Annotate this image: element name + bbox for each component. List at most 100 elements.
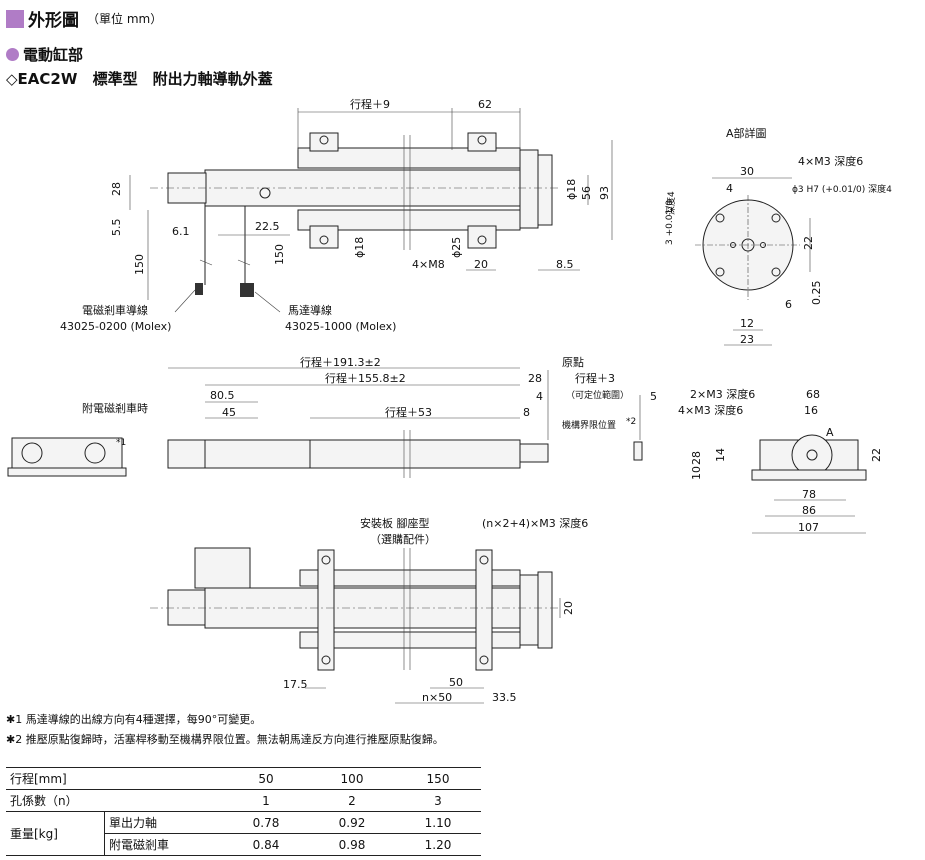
dim-phi25: ϕ25	[450, 237, 463, 258]
cell: 0.98	[309, 833, 395, 856]
bottom-n50: n×50	[422, 691, 452, 704]
end-28: 28	[690, 451, 703, 465]
table-row: 孔係數（n） 1 2 3	[6, 789, 481, 812]
bottom-50: 50	[449, 676, 463, 689]
cell: 3	[395, 789, 481, 812]
dim-62: 62	[478, 98, 492, 111]
model-code: ◇EAC2W	[6, 70, 78, 88]
detail-depth4: 深度4	[665, 191, 677, 215]
dim-56: 56	[580, 186, 593, 200]
dim-45: 45	[222, 406, 236, 419]
holes-label: (n×2+4)×M3 深度6	[482, 516, 588, 530]
detail-12: 12	[740, 317, 754, 330]
end-68: 68	[806, 388, 820, 401]
end-A: A	[826, 426, 834, 439]
note-1-mark: ✱1	[6, 713, 23, 726]
top-flange	[537, 154, 553, 226]
section-dot-icon	[6, 48, 19, 61]
dim-20: 20	[474, 258, 488, 271]
plate-label: 安裝板 腳座型	[360, 516, 430, 530]
brake-cable-label: 電磁剎車導線	[82, 303, 148, 317]
row-label: 孔係數（n）	[6, 789, 223, 812]
bottom-view: 安裝板 腳座型 （選購配件） (n×2+4)×M3 深度6 20 17.5 50…	[150, 516, 588, 704]
dim-phi18-right: ϕ18	[565, 179, 578, 200]
side-motor	[204, 439, 311, 469]
note-2: ✱2 推壓原點復歸時，活塞桿移動至機構界限位置。無法朝馬達反方向進行推壓原點復歸…	[6, 731, 444, 747]
dim-6.1: 6.1	[172, 225, 190, 238]
dim-150-right: 150	[273, 244, 286, 265]
cell: 2	[309, 789, 395, 812]
dim-5-mid: 5	[650, 390, 657, 403]
note-2-text: 推壓原點復歸時，活塞桿移動至機構界限位置。無法朝馬達反方向進行推壓原點復歸。	[25, 733, 444, 746]
motor-cable-part: 43025-1000 (Molex)	[285, 320, 396, 333]
dim-80.5: 80.5	[210, 389, 235, 402]
section-label: 電動缸部	[23, 46, 84, 64]
detail-4: 4	[726, 182, 733, 195]
detail-title: A部詳圖	[726, 126, 767, 140]
table-header-row: 行程[mm] 50 100 150	[6, 767, 481, 790]
end-view: 2×M3 深度6 4×M3 深度6 68 16 A 10 28 14 22 78…	[678, 387, 883, 534]
cell: 1	[223, 789, 309, 812]
origin-label: 原點	[562, 356, 584, 369]
dim-28-mid: 28	[528, 372, 542, 385]
detail-0.25: 0.25	[810, 281, 823, 306]
side-view: 行程＋191.3±2 行程＋155.8±2 原點 28 行程＋3 （可定位範圍）…	[7, 356, 657, 478]
page-title: 外形圖 （單位 mm）	[6, 6, 162, 31]
dim-4-mid: 4	[536, 390, 543, 403]
detail-tol: 3 +0.01/0	[665, 200, 675, 245]
detail-23: 23	[740, 333, 754, 346]
detail-m3: 4×M3 深度6	[798, 154, 863, 168]
dimension-drawing: 行程＋9 62 28 5.5 150 6.1 22.5 150 ϕ18 ϕ18 …	[7, 98, 892, 704]
header-cell-stroke: 行程[mm]	[6, 767, 223, 790]
dim-28: 28	[110, 182, 123, 196]
end-78: 78	[802, 488, 816, 501]
brake-option-label: 附電磁剎車時	[82, 401, 148, 415]
title-text: 外形圖	[28, 11, 79, 31]
cell: 1.20	[395, 833, 481, 856]
star1-mark: *1	[116, 438, 126, 448]
dim-22.5: 22.5	[255, 220, 280, 233]
limit-label: 機構界限位置	[562, 419, 616, 431]
row-sublabel: 單出力軸	[104, 811, 223, 834]
model-desc: 標準型 附出力軸導軌外蓋	[92, 70, 273, 88]
bottom-17.5: 17.5	[283, 678, 308, 691]
spec-table: 行程[mm] 50 100 150 孔係數（n） 1 2 3 重量[kg] 單出…	[6, 767, 481, 856]
dim-stroke155: 行程＋155.8±2	[325, 372, 406, 385]
end-107: 107	[798, 521, 819, 534]
end-22: 22	[870, 448, 883, 462]
cell: 0.84	[223, 833, 309, 856]
plate-right	[475, 549, 493, 671]
table-row: 重量[kg] 單出力軸 0.78 0.92 1.10	[6, 811, 481, 856]
motor-cable-label: 馬達導線	[288, 303, 332, 317]
section-heading: 電動缸部	[6, 44, 83, 65]
note-2-mark: ✱2	[6, 733, 23, 746]
top-ear-3	[467, 132, 497, 152]
range-label: （可定位範圍）	[566, 389, 629, 401]
row-sublabel: 附電磁剎車	[104, 833, 223, 856]
top-end-plate	[519, 149, 539, 229]
end-14: 14	[714, 448, 727, 462]
dim-stroke191: 行程＋191.3±2	[300, 356, 381, 369]
bottom-20: 20	[562, 601, 575, 615]
header-cell-100: 100	[309, 767, 395, 790]
brake-cable-part: 43025-0200 (Molex)	[60, 320, 171, 333]
unit-label: （單位 mm）	[87, 12, 163, 26]
end-m3b: 4×M3 深度6	[678, 403, 743, 417]
detail-a: A部詳圖 4×M3 深度6 30 4 ϕ3 H7 (+0.01/0) 深度4 深…	[665, 126, 892, 346]
model-heading: ◇EAC2W 標準型 附出力軸導軌外蓋	[6, 68, 273, 89]
side-limit-block	[633, 441, 643, 461]
end-10: 10	[690, 466, 703, 480]
dim-93: 93	[598, 186, 611, 200]
dim-stroke53: 行程＋53	[385, 406, 432, 419]
dim-stroke3: 行程＋3	[575, 372, 615, 385]
end-m3a: 2×M3 深度6	[690, 387, 755, 401]
top-ear-1	[309, 132, 339, 152]
dim-5.5: 5.5	[110, 219, 123, 237]
top-ear-2	[309, 225, 339, 249]
row-label: 重量[kg]	[6, 811, 105, 856]
dim-150-left: 150	[133, 254, 146, 275]
dim-stroke9: 行程＋9	[350, 98, 390, 111]
plate-option: （選購配件）	[370, 532, 436, 546]
cell: 0.92	[309, 811, 395, 834]
side-rod	[519, 443, 549, 463]
